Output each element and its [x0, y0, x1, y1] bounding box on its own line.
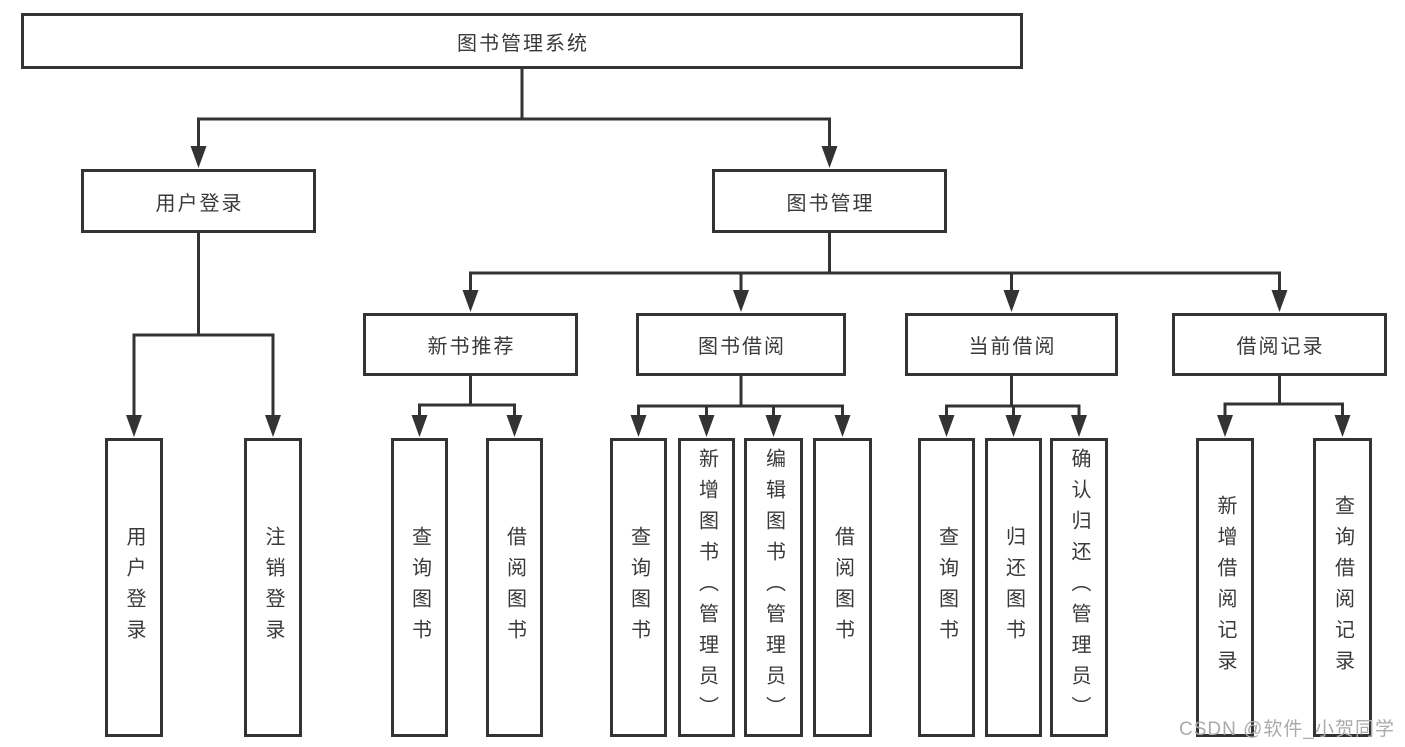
arrowhead-icon	[698, 415, 715, 437]
node-current-borrow: 当前借阅	[905, 313, 1118, 376]
leaf-user-login: 用户登录	[105, 438, 163, 737]
node-user-login-label: 用户登录	[155, 192, 244, 215]
arrowhead-icon	[411, 415, 428, 437]
arrowhead-icon	[506, 415, 523, 437]
leaf-logout-label: 注销登录	[262, 525, 284, 650]
node-current-borrow-label: 当前借阅	[968, 336, 1057, 358]
arrowhead-icon	[265, 415, 281, 437]
arrowhead-icon	[190, 146, 207, 168]
leaf-borrow-edit: 编辑图书（管理员）	[744, 438, 803, 737]
arrowhead-icon	[834, 415, 851, 437]
node-root: 图书管理系统	[21, 13, 1023, 69]
arrowhead-icon	[1334, 415, 1351, 437]
node-user-login: 用户登录	[81, 169, 316, 233]
node-root-label: 图书管理系统	[457, 32, 589, 55]
leaf-record-query: 查询借阅记录	[1313, 438, 1372, 737]
leaf-current-return: 归还图书	[985, 438, 1042, 737]
arrowhead-icon	[1071, 415, 1087, 437]
leaf-current-confirm-label: 确认归还（管理员）	[1068, 448, 1090, 727]
leaf-newbook-borrow: 借阅图书	[486, 438, 543, 737]
leaf-borrow-query-label: 查询图书	[627, 525, 650, 650]
leaf-borrow-borrow: 借阅图书	[813, 438, 872, 737]
leaf-borrow-query: 查询图书	[610, 438, 667, 737]
arrowhead-icon	[630, 415, 647, 437]
leaf-newbook-query-label: 查询图书	[408, 525, 431, 650]
leaf-record-query-label: 查询借阅记录	[1331, 494, 1354, 681]
arrowhead-icon	[733, 290, 749, 312]
leaf-current-query-label: 查询图书	[935, 525, 958, 650]
leaf-current-return-label: 归还图书	[1002, 525, 1025, 650]
arrowhead-icon	[1217, 415, 1233, 437]
node-book-mgmt-label: 图书管理	[786, 192, 875, 215]
node-new-book-rec: 新书推荐	[363, 313, 578, 376]
arrowhead-icon	[1003, 290, 1020, 312]
node-borrow-record-label: 借阅记录	[1236, 336, 1325, 358]
leaf-newbook-borrow-label: 借阅图书	[503, 525, 526, 650]
node-book-mgmt: 图书管理	[712, 169, 947, 233]
arrowhead-icon	[765, 415, 782, 437]
leaf-current-confirm: 确认归还（管理员）	[1050, 438, 1108, 737]
node-new-book-rec-label: 新书推荐	[427, 336, 516, 358]
leaf-user-login-label: 用户登录	[123, 525, 145, 650]
leaf-borrow-borrow-label: 借阅图书	[831, 525, 854, 650]
csdn-watermark: CSDN @软件_小贺同学	[1179, 719, 1395, 740]
arrowhead-icon	[1271, 290, 1288, 312]
leaf-borrow-edit-label: 编辑图书（管理员）	[762, 448, 785, 727]
node-borrow-record: 借阅记录	[1172, 313, 1387, 376]
node-book-borrow: 图书借阅	[636, 313, 846, 376]
leaf-newbook-query: 查询图书	[391, 438, 448, 737]
leaf-borrow-add-label: 新增图书（管理员）	[695, 448, 718, 727]
arrowhead-icon	[462, 290, 479, 312]
leaf-current-query: 查询图书	[918, 438, 975, 737]
arrowhead-icon	[126, 415, 142, 437]
arrowhead-icon	[938, 415, 955, 437]
arrowhead-icon	[821, 146, 838, 168]
leaf-record-add-label: 新增借阅记录	[1214, 494, 1236, 681]
leaf-borrow-add: 新增图书（管理员）	[678, 438, 735, 737]
leaf-logout: 注销登录	[244, 438, 302, 737]
leaf-record-add: 新增借阅记录	[1196, 438, 1254, 737]
arrowhead-icon	[1005, 415, 1022, 437]
node-book-borrow-label: 图书借阅	[698, 336, 786, 358]
